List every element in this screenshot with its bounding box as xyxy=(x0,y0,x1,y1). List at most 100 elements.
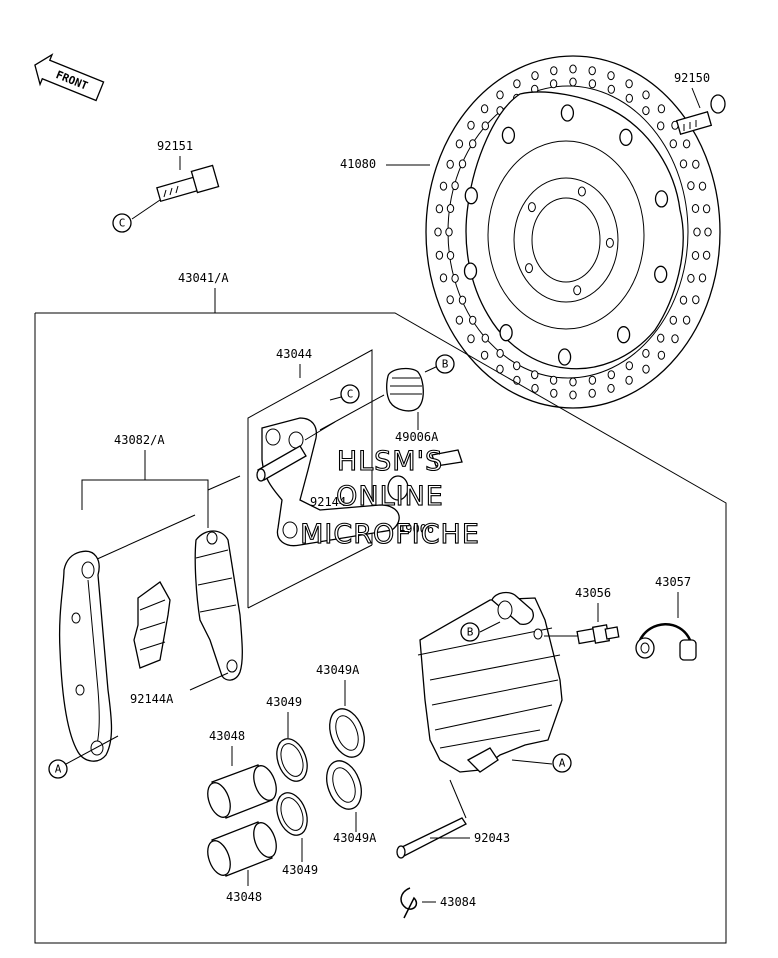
disc-perforation-hole xyxy=(625,361,633,371)
caliper-body xyxy=(417,591,563,773)
disc-perforation-hole xyxy=(445,227,453,237)
disc-perforation-hole xyxy=(469,139,477,149)
disc-perforation-hole xyxy=(439,181,448,191)
disc-perforation-hole xyxy=(625,93,633,103)
disc-mounting-holes xyxy=(463,104,669,366)
brake-disc-41080 xyxy=(425,55,721,409)
disc-carrier-button xyxy=(616,326,631,344)
dust-seal-43049-top xyxy=(276,738,308,782)
label-43056: 43056 xyxy=(575,586,611,600)
disc-perforation-hole xyxy=(496,90,504,100)
disc-perforation-hole xyxy=(549,79,558,89)
disc-perforation-hole xyxy=(588,66,596,76)
disc-perforation-hole xyxy=(657,104,666,114)
disc-perforation-hole xyxy=(607,383,615,393)
disc-perforation-hole xyxy=(434,227,442,237)
disc-perforation-hole xyxy=(682,315,691,325)
disc-perforation-hole xyxy=(702,204,711,214)
slide-pin xyxy=(256,445,307,482)
watermark-line-3: MICROFICHE xyxy=(300,519,480,550)
disc-carrier-button xyxy=(560,104,575,122)
disc-perforation-hole xyxy=(549,375,558,385)
disc-perforation-hole xyxy=(698,181,707,191)
disc-perforation-hole xyxy=(446,159,454,169)
watermark-line-2: ONLINE xyxy=(336,481,444,512)
label-43057: 43057 xyxy=(655,575,691,589)
label-92144A: 92144A xyxy=(130,692,174,706)
disc-perforation-hole xyxy=(682,139,691,149)
callout-b-1: B xyxy=(442,358,449,371)
disc-carrier-button xyxy=(557,348,572,366)
disc-perforation-hole xyxy=(588,79,597,89)
disc-perforation-hole xyxy=(588,375,597,385)
disc-perforation-hole xyxy=(657,121,665,131)
callout-c-bubble-2 xyxy=(340,384,360,404)
disc-perforation-hole xyxy=(671,334,679,344)
disc-perforation-hole xyxy=(669,315,677,325)
disc-perforation-hole xyxy=(679,295,688,305)
disc-perforation-hole xyxy=(480,350,489,360)
disc-perforations xyxy=(434,64,712,400)
disc-carrier-button xyxy=(499,324,513,342)
disc-perforation-hole xyxy=(569,390,577,400)
label-41080: 41080 xyxy=(340,157,376,171)
clip-43084 xyxy=(400,887,418,919)
callout-a-bubble-1 xyxy=(48,759,68,779)
watermark: HLSM'S ONLINE MICROFICHE xyxy=(300,445,480,550)
disc-perforation-hole xyxy=(679,159,688,169)
disc-perforation-hole xyxy=(642,364,650,374)
callout-c-2: C xyxy=(347,388,354,401)
label-92043: 92043 xyxy=(474,831,510,845)
disc-perforation-hole xyxy=(687,273,695,283)
disc-perforation-hole xyxy=(607,370,615,380)
bleeder-valve-43056 xyxy=(576,624,620,645)
disc-perforation-hole xyxy=(698,273,707,283)
label-43049-bottom: 43049 xyxy=(282,863,318,877)
disc-perforation-hole xyxy=(467,120,475,130)
disc-carrier-button xyxy=(501,126,516,144)
label-43044: 43044 xyxy=(276,347,312,361)
disc-perforation-hole xyxy=(531,383,539,393)
disc-perforation-hole xyxy=(569,77,577,87)
disc-hub-bolt-hole xyxy=(527,202,536,213)
disc-perforation-hole xyxy=(446,251,455,260)
disc-perforation-hole xyxy=(435,250,444,260)
dust-seal-43049-bottom xyxy=(276,792,308,836)
pad-spring-92144A xyxy=(133,581,171,669)
piston-43048-bottom xyxy=(207,821,277,877)
disc-perforation-hole xyxy=(687,181,695,191)
disc-perforation-hole xyxy=(704,227,712,237)
disc-perforation-hole xyxy=(435,204,444,214)
disc-carrier-button xyxy=(464,187,478,205)
callout-b-bubble-1 xyxy=(435,354,455,374)
disc-perforation-hole xyxy=(455,315,464,325)
callout-a-bubble-2 xyxy=(552,753,572,773)
disc-perforation-hole xyxy=(496,348,504,358)
boot-49006 xyxy=(387,449,463,501)
disc-perforation-hole xyxy=(550,66,558,76)
label-43041A: 43041/A xyxy=(178,271,229,285)
disc-hub-bolt-hole xyxy=(573,285,582,296)
label-43082A: 43082/A xyxy=(114,433,165,447)
disc-perforation-hole xyxy=(458,159,467,169)
bolt-92151 xyxy=(156,164,220,203)
disc-perforation-hole xyxy=(691,251,700,260)
disc-perforation-hole xyxy=(481,333,489,343)
pad-pin-92043 xyxy=(396,817,467,859)
disc-hub-bolt-hole xyxy=(525,263,533,274)
callout-c-1: C xyxy=(119,217,126,230)
callout-a-2: A xyxy=(559,757,566,770)
label-49006A: 49006A xyxy=(395,430,439,444)
disc-perforation-hole xyxy=(692,159,700,169)
disc-hub-bolt-hole xyxy=(605,237,614,248)
callout-b-2: B xyxy=(467,626,474,639)
disc-perforation-hole xyxy=(480,104,489,114)
disc-perforation-hole xyxy=(455,139,464,149)
disc-carrier-button xyxy=(619,128,633,146)
label-43049A-top: 43049A xyxy=(316,663,360,677)
disc-perforation-hole xyxy=(625,375,633,385)
bolt-92150 xyxy=(675,94,726,135)
label-43049A-bottom: 43049A xyxy=(333,831,377,845)
watermark-line-1: HLSM'S xyxy=(337,446,443,477)
